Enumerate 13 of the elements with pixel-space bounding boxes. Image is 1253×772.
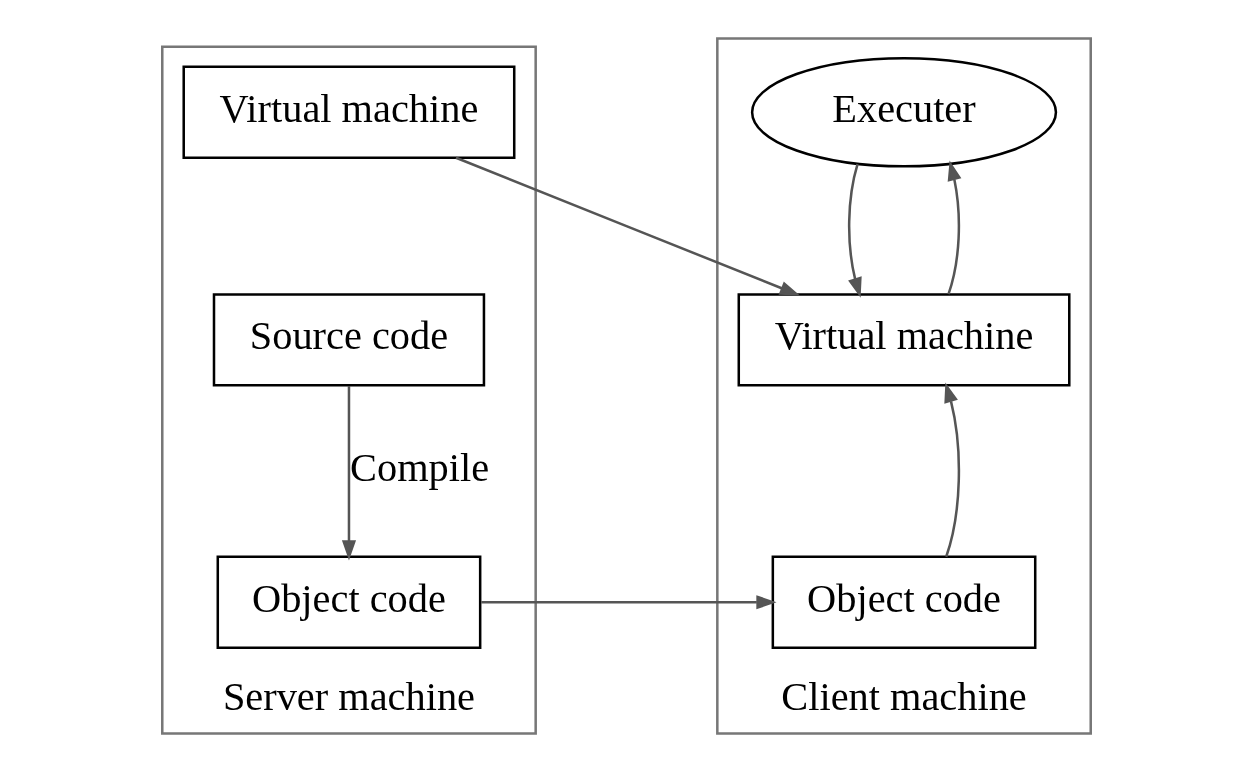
node-box: Virtual machine <box>737 293 1071 387</box>
node-box: Object code <box>216 555 482 649</box>
arrow <box>847 163 862 298</box>
node-box: Virtual machine <box>182 65 516 159</box>
node-ellipse: Executer <box>750 56 1058 168</box>
arrow <box>455 156 800 296</box>
arrow <box>947 160 962 295</box>
node-box: Source code <box>212 293 486 387</box>
arrow <box>944 382 961 558</box>
arrow <box>481 595 777 610</box>
edge-label: Compile <box>350 444 490 490</box>
node-box: Object code <box>771 555 1037 649</box>
arrow <box>341 386 357 561</box>
